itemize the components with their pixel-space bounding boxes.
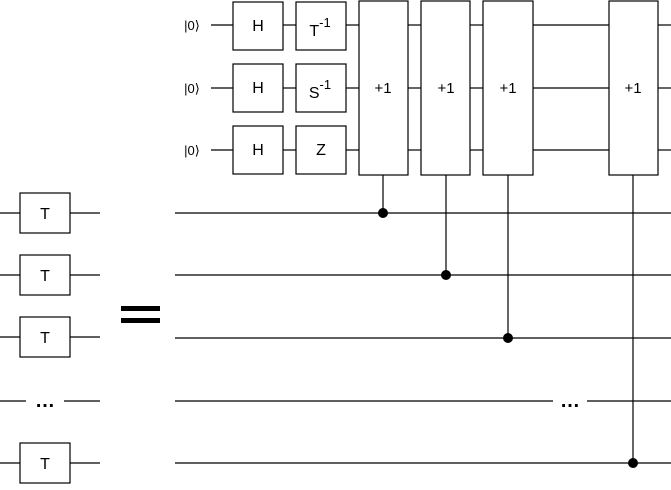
- equals-bar-bottom: [121, 318, 160, 323]
- left-ellipsis: …: [35, 390, 55, 412]
- t-gate-1: [19, 192, 71, 234]
- h-gate-2-label: H: [252, 80, 264, 97]
- right-circuit: |0⟩ |0⟩ |0⟩ H H H T-1 S-1 Z …: [175, 0, 671, 468]
- h-gate-1-label: H: [252, 18, 264, 35]
- control-dot-1: [378, 208, 388, 218]
- control-dot-4: [628, 458, 638, 468]
- s-inverse-base: S: [309, 85, 320, 102]
- t-inverse-gate: [295, 1, 347, 51]
- equals-bar-top: [121, 306, 160, 311]
- adder-gate-4: [608, 0, 659, 176]
- h-gate-3: [232, 125, 284, 175]
- ancilla-wires: [211, 24, 671, 151]
- t-gate-4: [19, 442, 71, 484]
- adder-gate-3-label: +1: [499, 80, 516, 97]
- adder-gate-4-label: +1: [624, 80, 641, 97]
- t-inverse-base: T: [309, 23, 319, 40]
- adder-gate-1: [358, 0, 409, 176]
- adder-gate-3: [482, 0, 534, 176]
- ancilla-label-2: |0⟩: [184, 81, 200, 96]
- control-dot-3: [503, 333, 513, 343]
- adder-gate-2: [420, 0, 471, 176]
- t-gate-2-label: T: [40, 268, 50, 285]
- s-inverse-exponent: -1: [320, 77, 332, 92]
- left-circuit: T T T … T: [0, 192, 100, 484]
- h-gate-3-label: H: [252, 142, 264, 159]
- z-gate-label: Z: [316, 142, 326, 159]
- s-inverse-gate: [295, 63, 347, 113]
- t-inverse-gate-label: T-1: [309, 15, 330, 40]
- h-gate-1: [232, 1, 284, 51]
- t-inverse-exponent: -1: [319, 15, 331, 30]
- ancilla-label-3: |0⟩: [184, 143, 200, 158]
- ancilla-label-1: |0⟩: [184, 18, 200, 33]
- equals-symbol: =: [121, 306, 160, 323]
- h-gate-2: [232, 63, 284, 113]
- t-gate-4-label: T: [40, 456, 50, 473]
- t-gate-3: [19, 316, 71, 358]
- z-gate: [295, 125, 347, 175]
- t-gate-3-label: T: [40, 330, 50, 347]
- adder-gate-1-label: +1: [374, 80, 391, 97]
- right-ellipsis: …: [560, 390, 580, 412]
- control-dot-2: [441, 270, 451, 280]
- t-gate-2: [19, 254, 71, 296]
- s-inverse-gate-label: S-1: [309, 77, 331, 102]
- adder-gate-2-label: +1: [437, 80, 454, 97]
- t-gate-1-label: T: [40, 206, 50, 223]
